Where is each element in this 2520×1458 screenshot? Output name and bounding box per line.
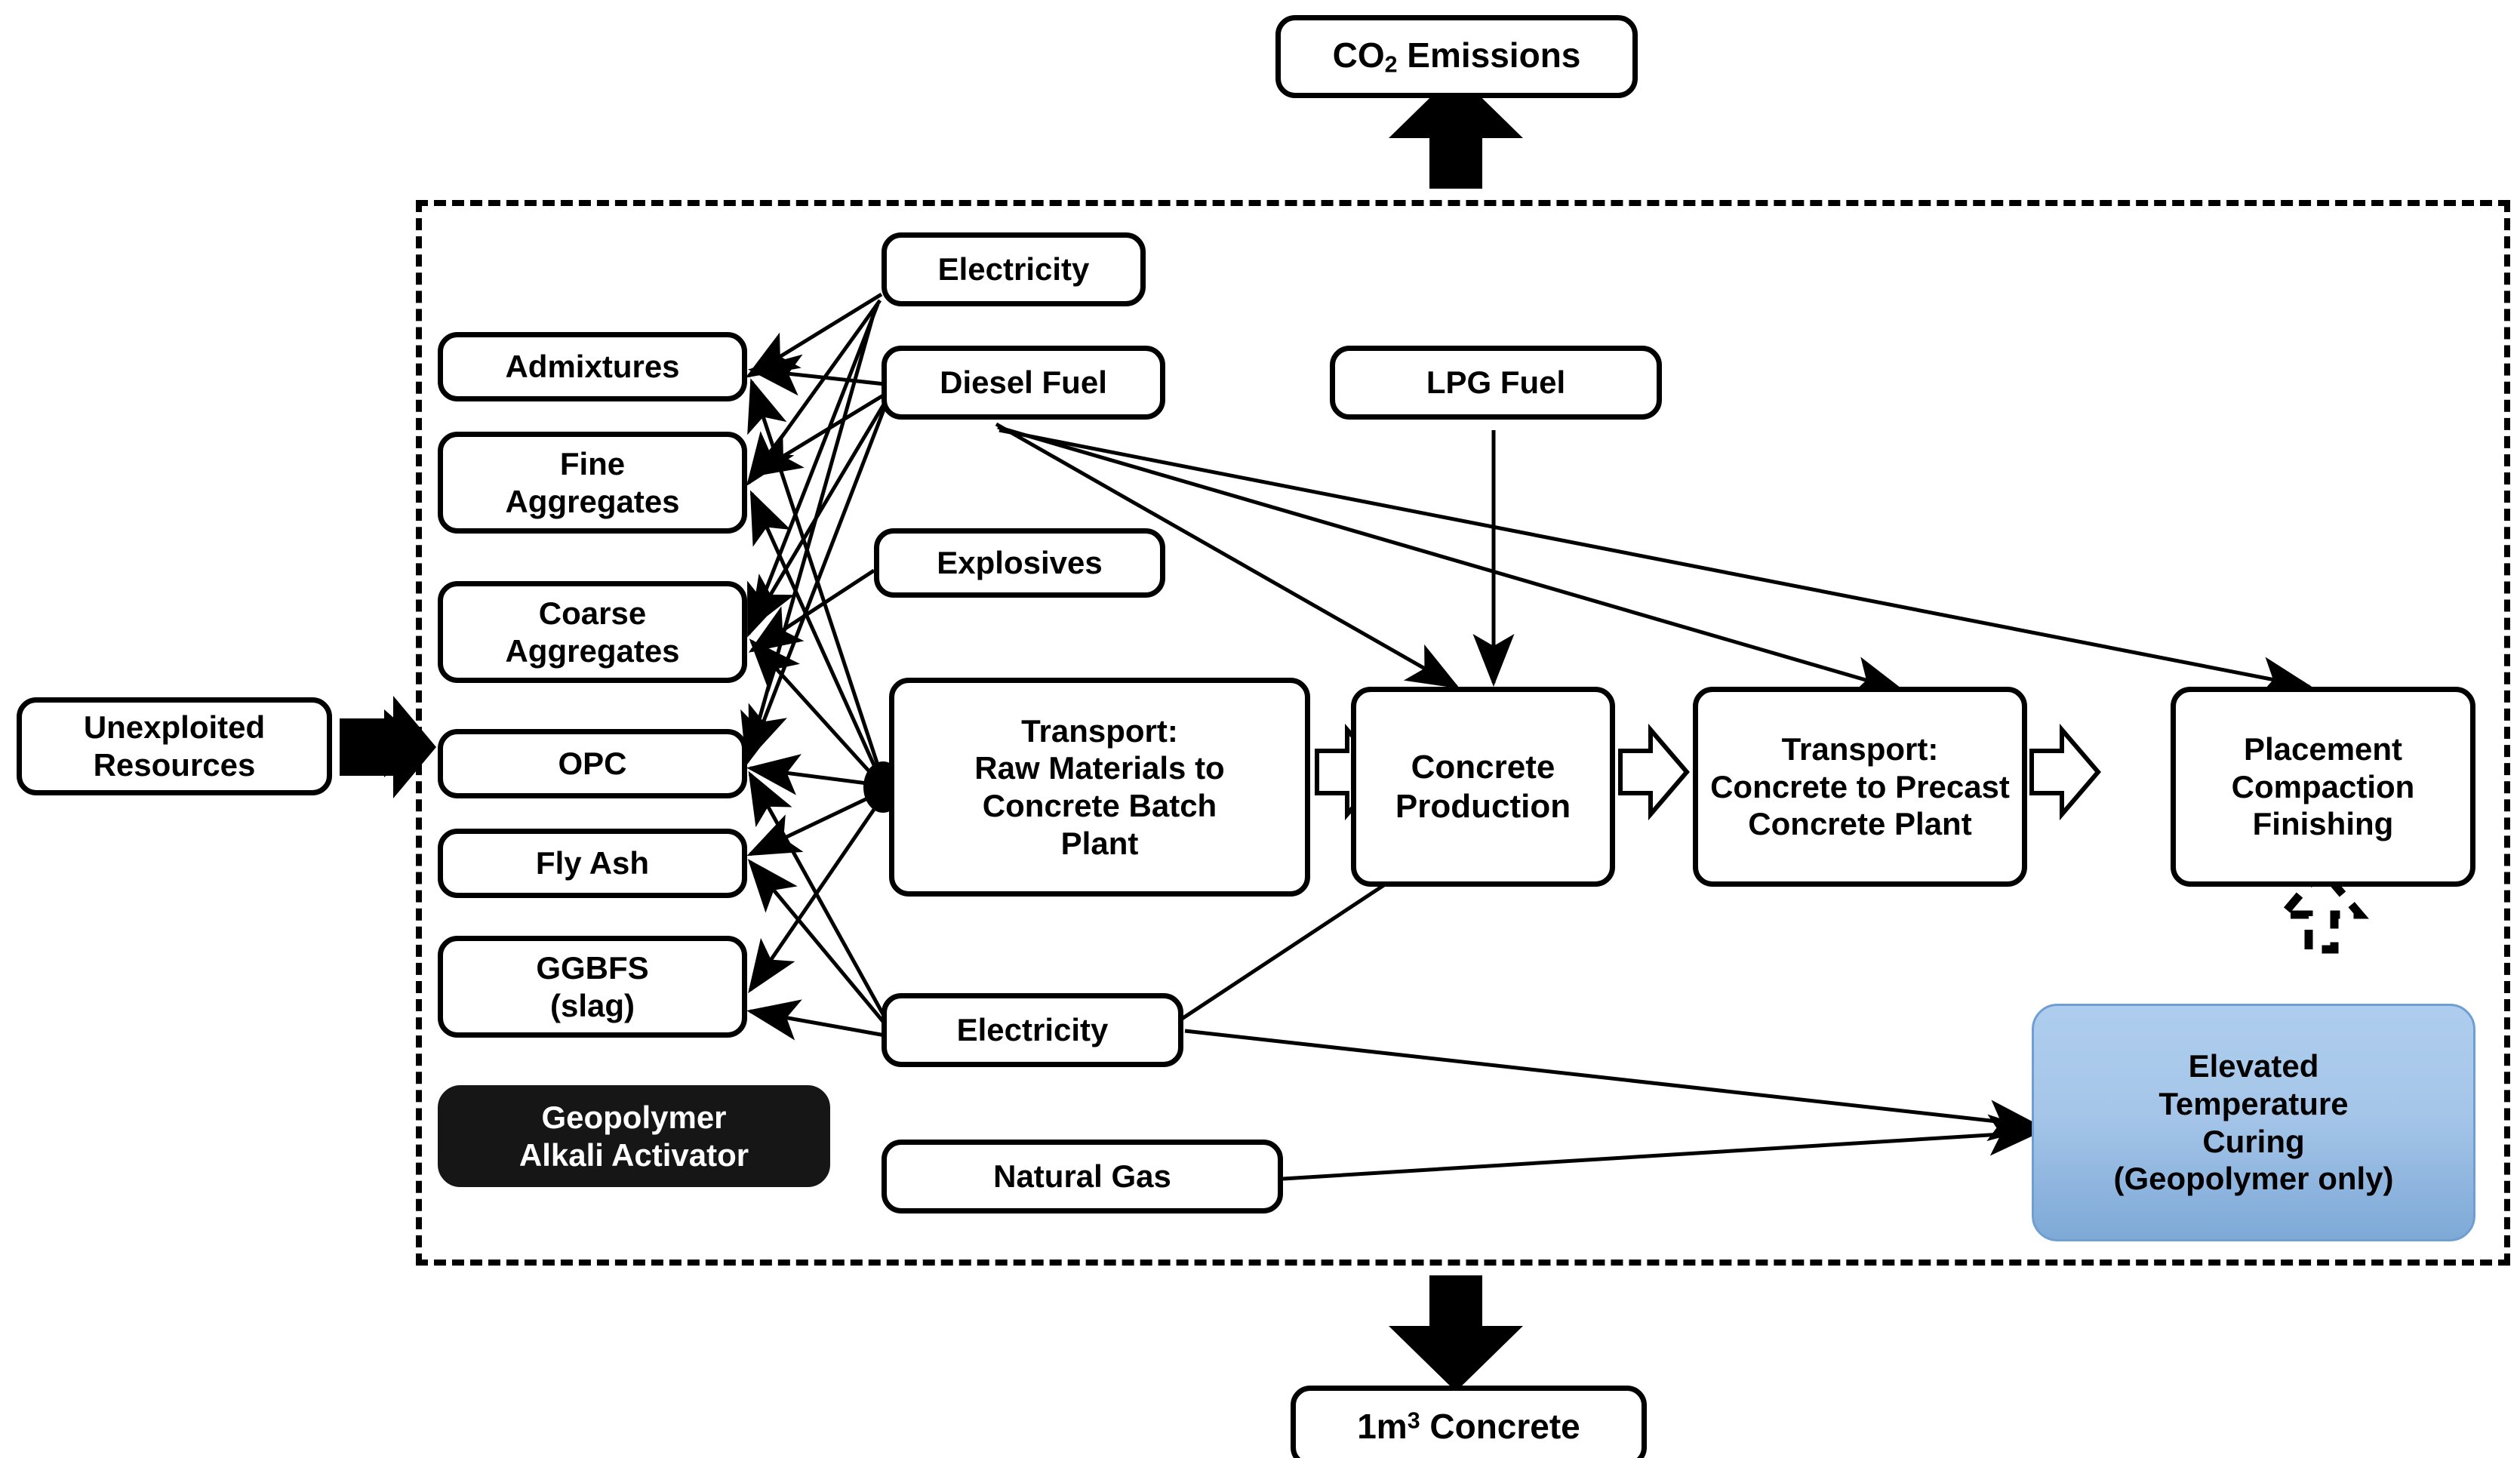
fine-aggregates-label: Fine Aggregates	[505, 445, 680, 519]
node-fine-aggregates: Fine Aggregates	[438, 432, 747, 534]
node-natural-gas: Natural Gas	[882, 1140, 1283, 1213]
ggbfs-label: GGBFS (slag)	[536, 949, 649, 1023]
lpg-fuel-label: LPG Fuel	[1426, 364, 1566, 401]
node-explosives: Explosives	[874, 528, 1165, 598]
co2-emissions-label: CO2 Emissions	[1332, 35, 1581, 78]
admixtures-label: Admixtures	[505, 349, 680, 385]
transport-precast-label: Transport: Concrete to Precast Concrete …	[1710, 731, 2010, 842]
node-elevated-temperature-curing: Elevated Temperature Curing (Geopolymer …	[2032, 1004, 2475, 1241]
node-transport-precast: Transport: Concrete to Precast Concrete …	[1693, 687, 2027, 887]
placement-compaction-finishing-label: Placement Compaction Finishing	[2231, 731, 2415, 842]
block-arrow-concrete-out-shape	[1389, 1275, 1523, 1392]
coarse-aggregates-label: Coarse Aggregates	[505, 595, 680, 669]
node-electricity-upper: Electricity	[882, 232, 1146, 306]
concrete-output-label: 1m3 Concrete	[1357, 1406, 1580, 1446]
node-fly-ash: Fly Ash	[438, 829, 747, 898]
elevated-temperature-curing-label: Elevated Temperature Curing (Geopolymer …	[2113, 1048, 2394, 1197]
node-lpg-fuel: LPG Fuel	[1330, 346, 1662, 420]
node-admixtures: Admixtures	[438, 332, 747, 401]
node-ggbfs: GGBFS (slag)	[438, 936, 747, 1038]
unexploited-resources-label: Unexploited Resources	[83, 709, 266, 783]
block-arrow-co2-out	[1370, 121, 1456, 198]
node-concrete-production: Concrete Production	[1351, 687, 1615, 887]
node-geopolymer-alkali-activator: Geopolymer Alkali Activator	[438, 1085, 830, 1187]
node-co2-emissions: CO2 Emissions	[1275, 15, 1638, 98]
diesel-fuel-label: Diesel Fuel	[940, 364, 1107, 401]
transport-raw-materials-label: Transport: Raw Materials to Concrete Bat…	[974, 712, 1225, 861]
concrete-production-label: Concrete Production	[1395, 748, 1571, 825]
natural-gas-label: Natural Gas	[993, 1158, 1171, 1195]
electricity-upper-label: Electricity	[937, 251, 1090, 288]
node-opc: OPC	[438, 729, 747, 798]
geopolymer-alkali-activator-label: Geopolymer Alkali Activator	[518, 1099, 749, 1173]
fly-ash-label: Fly Ash	[535, 845, 650, 881]
node-coarse-aggregates: Coarse Aggregates	[438, 581, 747, 683]
node-transport-raw-materials: Transport: Raw Materials to Concrete Bat…	[889, 678, 1310, 897]
node-1m3-concrete: 1m3 Concrete	[1291, 1386, 1647, 1458]
node-electricity-lower: Electricity	[882, 993, 1183, 1067]
opc-label: OPC	[558, 746, 627, 782]
node-diesel-fuel: Diesel Fuel	[882, 346, 1165, 420]
block-arrow-resources-in	[343, 709, 423, 777]
explosives-label: Explosives	[937, 545, 1103, 581]
node-placement-compaction-finishing: Placement Compaction Finishing	[2171, 687, 2475, 887]
electricity-lower-label: Electricity	[956, 1012, 1109, 1048]
node-unexploited-resources: Unexploited Resources	[17, 697, 332, 795]
